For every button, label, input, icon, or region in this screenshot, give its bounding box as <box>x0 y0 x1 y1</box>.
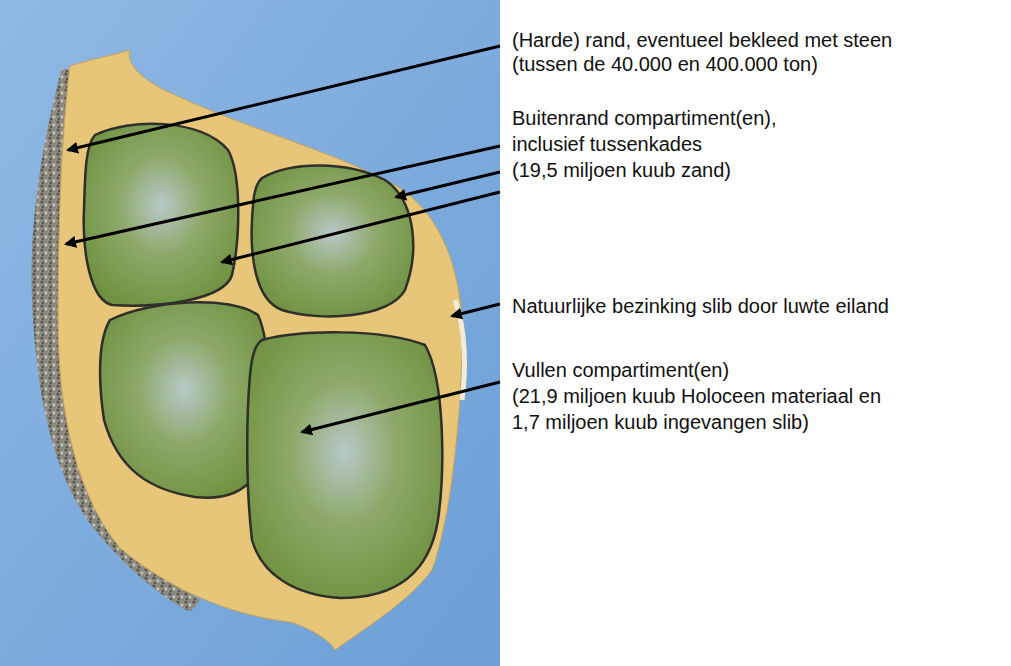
leader-arrow <box>302 382 500 432</box>
leader-arrow <box>222 192 500 262</box>
annotation-text: Natuurlijke bezinking slib door luwte ei… <box>512 294 889 318</box>
island-sand <box>58 50 462 650</box>
annotation-text: 1,7 miljoen kuub ingevangen slib) <box>512 410 809 434</box>
annotation-text: (19,5 miljoen kuub zand) <box>512 158 731 182</box>
leader-arrow <box>68 46 500 150</box>
sea <box>0 0 500 666</box>
leader-arrow <box>66 146 500 244</box>
annotation-text: (tussen de 40.000 en 400.000 ton) <box>512 52 818 76</box>
leader-arrow <box>452 304 500 316</box>
annotation-text: (21,9 miljoen kuub Holoceen materiaal en <box>512 384 881 408</box>
annotation-text: Buitenrand compartiment(en), <box>512 106 777 130</box>
annotation-text: (Harde) rand, eventueel bekleed met stee… <box>512 28 892 52</box>
compartment <box>247 332 442 598</box>
compartment <box>84 124 239 306</box>
compartment <box>100 302 268 497</box>
leader-arrow <box>396 172 500 197</box>
annotation-text: Vullen compartiment(en) <box>512 358 729 382</box>
annotation-text: inclusief tussenkades <box>512 132 702 156</box>
compartment <box>252 166 414 317</box>
